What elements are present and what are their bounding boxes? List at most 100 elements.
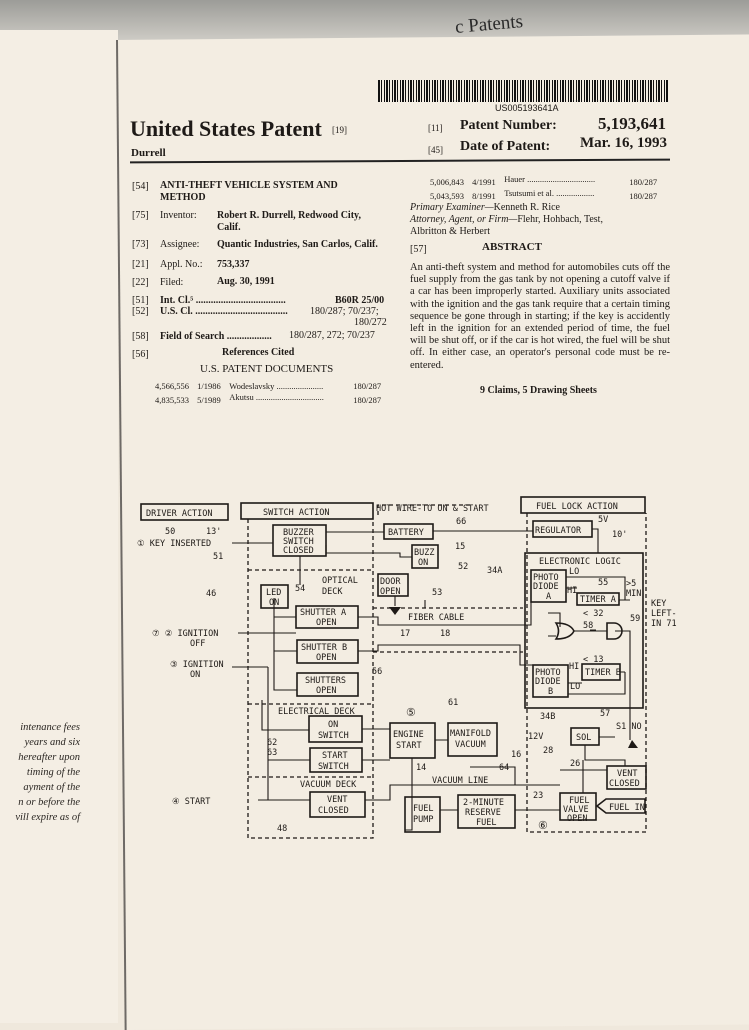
- uscl-code: [52]: [132, 306, 149, 317]
- abstract-title: ABSTRACT: [482, 241, 542, 253]
- shutters-box: [296, 672, 359, 697]
- appl-label: Appl. No.:: [160, 259, 203, 270]
- margin-note: intenance fees years and six hereafter u…: [0, 720, 80, 825]
- driver-action-header: [140, 503, 229, 521]
- inventor-surname: Durrell: [131, 147, 166, 159]
- optical-deck-label: DECK: [322, 587, 343, 597]
- margin-note-line: ayment of the: [23, 782, 80, 793]
- barcode: [378, 80, 668, 102]
- ref-numeral: 61: [448, 698, 458, 708]
- start-label: ④ START: [172, 797, 210, 807]
- buzzer-text: BUZZER: [283, 528, 315, 538]
- attorney-name: Flehr, Hohbach, Test,: [517, 214, 603, 225]
- timer-b-text: TIMER B: [585, 668, 621, 678]
- manifold-text: VACUUM: [455, 740, 486, 750]
- buzz-text: ON: [418, 558, 428, 568]
- shutters-text: SHUTTERS: [305, 676, 346, 686]
- buzzer-text: CLOSED: [283, 546, 314, 556]
- photo-diode-a-text: PHOTO: [533, 573, 559, 583]
- fuel-lock-action-header: [520, 496, 646, 514]
- uscl-label: U.S. Cl. ...............................…: [160, 306, 288, 317]
- barcode-text: US005193641A: [495, 103, 559, 113]
- ref-numeral: 13': [206, 527, 221, 537]
- ref-date: 8/1991: [472, 191, 496, 201]
- photo-diode-b-text: B: [548, 687, 553, 697]
- margin-note-line: n or before the: [18, 797, 80, 808]
- ref-13: < 13: [583, 655, 603, 665]
- fuel-in-arrow: [595, 798, 646, 814]
- engine-start-text: ENGINE: [393, 730, 424, 740]
- switch-action-header: [240, 502, 374, 520]
- margin-note-line: timing of the: [26, 767, 80, 778]
- ref-numeral: 56: [372, 667, 382, 677]
- ref-date: 5/1989: [197, 395, 221, 405]
- ref-numeral: 17: [400, 629, 410, 639]
- ref-numeral: 64: [499, 763, 509, 773]
- diagram-boxes: [260, 520, 647, 833]
- assignee-code: [73]: [132, 239, 149, 250]
- electrical-deck-label: ELECTRICAL DECK: [278, 707, 356, 717]
- ref-numeral: 50: [165, 527, 175, 537]
- reserve-fuel-text: RESERVE: [465, 808, 501, 818]
- abstract-code: [57]: [410, 244, 427, 255]
- ref-number: 5,043,593: [430, 191, 464, 201]
- key-left-in-label: IN 71: [651, 619, 677, 629]
- fuel-pump-text: FUEL: [413, 804, 433, 814]
- ref-numeral: 28: [543, 746, 553, 756]
- invention-title: METHOD: [160, 192, 206, 203]
- lo-label: LO: [570, 682, 580, 692]
- buzzer-text: SWITCH: [283, 537, 314, 547]
- examiner-name: Kenneth R. Rice: [493, 202, 560, 213]
- ref-numeral: 23: [533, 791, 543, 801]
- date-label: Date of Patent:: [460, 139, 551, 154]
- photo-diode-b-text: PHOTO: [535, 668, 561, 678]
- intcl-value: B60R 25/00: [335, 295, 385, 306]
- ref-numeral: 54: [295, 584, 305, 594]
- photo-diode-b-text: DIODE: [535, 677, 561, 687]
- ground-symbol: [628, 740, 638, 748]
- electronic-logic-box: [524, 552, 644, 709]
- reference-row: 4,566,556 1/1986 Wodeslavsky ...........…: [155, 381, 381, 392]
- ref-numeral: 10': [612, 530, 627, 540]
- ref-numeral: 52: [458, 562, 468, 572]
- ref-numeral: 48: [277, 824, 287, 834]
- fuel-pump-box: [404, 796, 441, 833]
- ref-numeral: 34A: [487, 566, 502, 576]
- switch-action-label: SWITCH ACTION: [263, 508, 330, 518]
- date-code: [45]: [428, 145, 443, 155]
- inventor-label: Inventor:: [160, 210, 197, 221]
- ignition-on-label: ON: [190, 670, 200, 680]
- buzz-text: BUZZ: [414, 548, 434, 558]
- ref-numeral: 14: [416, 763, 426, 773]
- fuel-pump-text: PUMP: [413, 815, 433, 825]
- ref-class: 180/287: [629, 191, 658, 201]
- search-value: 180/287, 272; 70/237: [289, 330, 375, 341]
- step-5-marker: ⑤: [406, 706, 416, 719]
- vent-text: CLOSED: [318, 806, 349, 816]
- search-code: [58]: [132, 331, 149, 342]
- battery-text: BATTERY: [388, 528, 424, 538]
- 5v-label: 5V: [598, 515, 608, 525]
- title-code: [54]: [132, 181, 149, 192]
- led-text: ON: [269, 598, 279, 608]
- fuel-valve-text: VALVE: [563, 805, 589, 815]
- refs-subtitle: U.S. PATENT DOCUMENTS: [200, 363, 334, 375]
- filed-label: Filed:: [160, 277, 184, 288]
- ref-numeral: 53: [432, 588, 442, 598]
- attorney: Attorney, Agent, or Firm—Flehr, Hohbach,…: [410, 214, 603, 225]
- key-left-in-label: KEY: [651, 599, 666, 609]
- ref-numeral: 55: [598, 578, 608, 588]
- lo-label: LO: [569, 567, 579, 577]
- document-title: United States Patent: [130, 116, 322, 141]
- ref-number: 4,566,556: [155, 381, 189, 391]
- ref-name: Hauer ................................: [504, 174, 596, 184]
- ground-symbol: [389, 607, 401, 615]
- key-inserted-label: ① KEY INSERTED: [137, 539, 211, 549]
- patent-date: Mar. 16, 1993: [580, 135, 667, 151]
- shutter-b-text: SHUTTER B: [301, 643, 347, 653]
- s1-no-label: S1 NO: [616, 722, 642, 732]
- hi-label: HI: [567, 586, 577, 596]
- sol-text: SOL: [576, 733, 591, 743]
- ref-class: 180/287: [353, 395, 382, 405]
- ref-numeral: 57: [600, 709, 610, 719]
